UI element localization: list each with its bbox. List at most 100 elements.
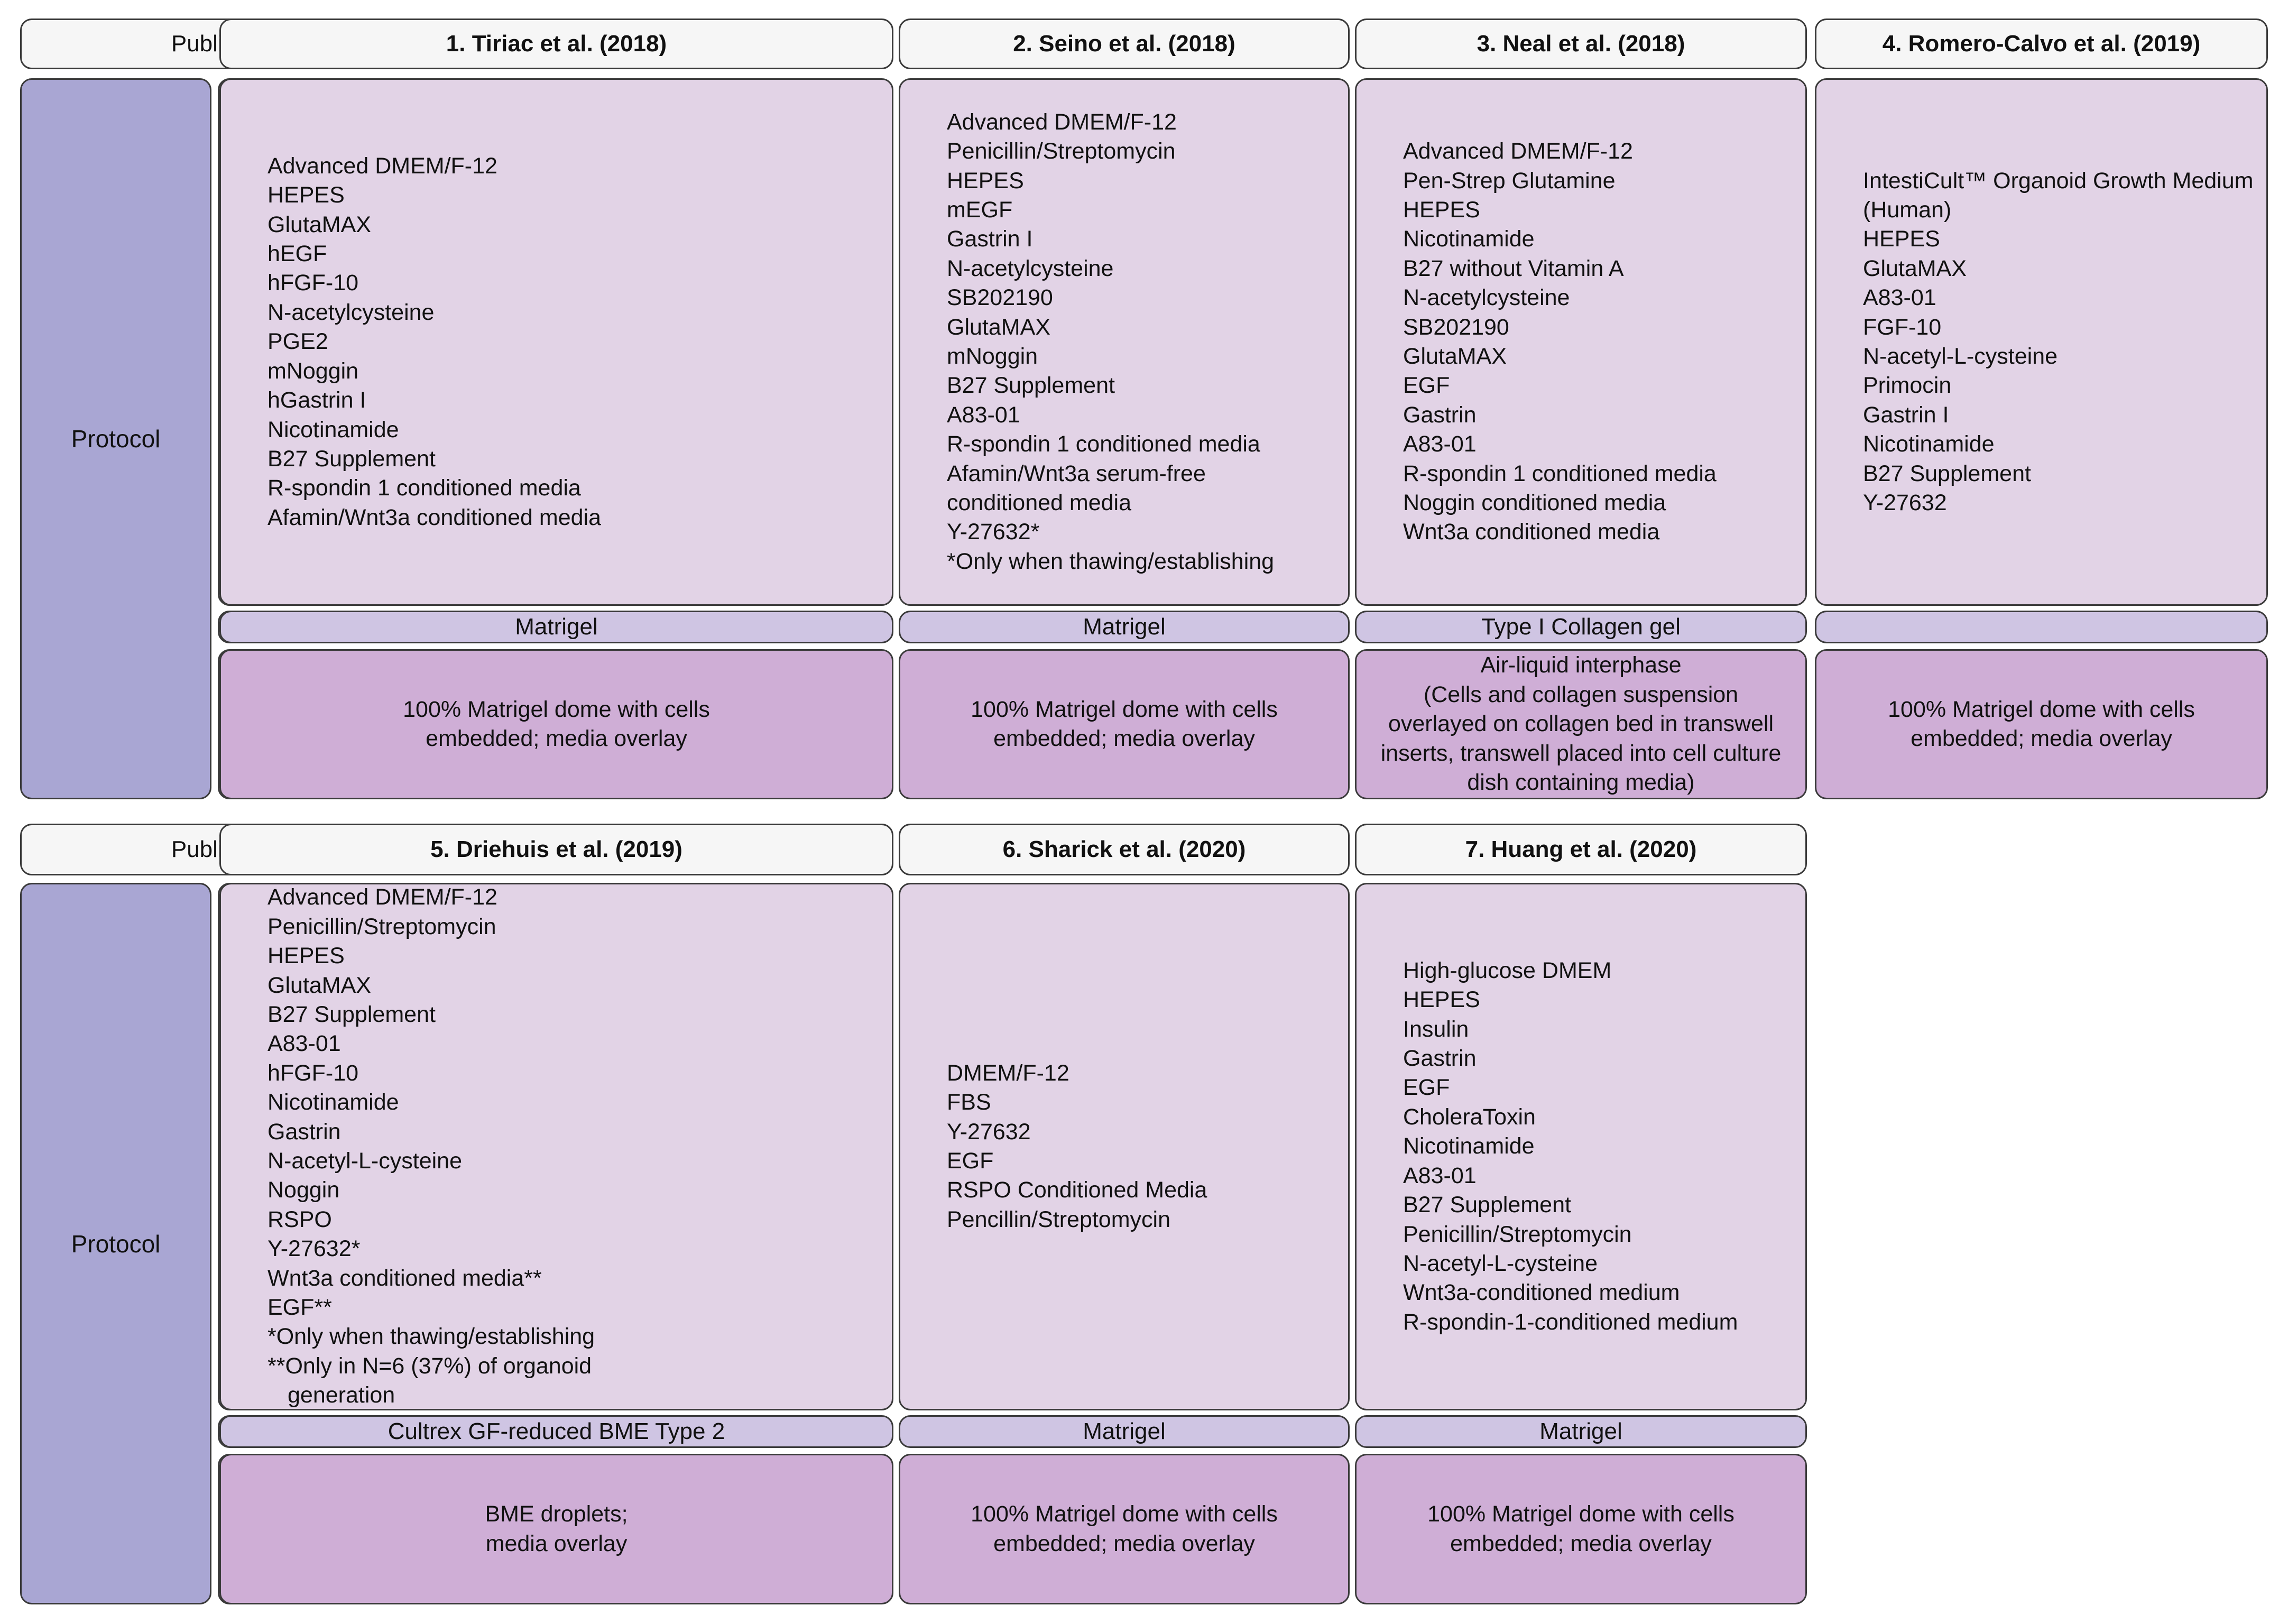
- media-component: Afamin/Wnt3a conditioned media: [267, 504, 602, 530]
- media-component: conditioned media: [947, 490, 1132, 516]
- study-title: 7. Huang et al. (2020): [1355, 824, 1807, 875]
- embedding-method-cell: 100% Matrigel dome with cells embedded; m…: [899, 649, 1350, 799]
- media-component: Advanced DMEM/F-12: [947, 109, 1177, 135]
- matrix-cell: [1815, 611, 2268, 643]
- media-component: EGF: [947, 1148, 994, 1174]
- media-component: N-acetylcysteine: [947, 255, 1114, 281]
- media-component: A83-01: [1863, 285, 1936, 311]
- media-component: R-spondin 1 conditioned media: [1403, 460, 1717, 486]
- media-component: B27 Supplement: [1863, 460, 2031, 486]
- embedding-line: inserts, transwell placed into cell cult…: [1380, 740, 1782, 766]
- media-component: hFGF-10: [267, 270, 359, 296]
- embedding-line: 100% Matrigel dome with cells: [403, 696, 710, 722]
- media-component: B27 Supplement: [1403, 1192, 1571, 1218]
- embedding-line: 100% Matrigel dome with cells: [1888, 696, 2195, 722]
- embedding-line: embedded; media overlay: [993, 726, 1255, 751]
- media-component: **Only in N=6 (37%) of organoid: [267, 1353, 592, 1379]
- media-component: HEPES: [1863, 226, 1940, 252]
- study-title: 3. Neal et al. (2018): [1355, 19, 1807, 69]
- embedding-method-cell: 100% Matrigel dome with cells embedded; m…: [899, 1454, 1350, 1604]
- media-component: Gastrin I: [1863, 402, 1949, 428]
- media-component: A83-01: [1403, 1162, 1477, 1188]
- media-component: Insulin: [1403, 1016, 1469, 1042]
- media-component: A83-01: [267, 1031, 341, 1057]
- media-component: Nicotinamide: [1863, 431, 1995, 457]
- embedding-line: embedded; media overlay: [993, 1530, 1255, 1556]
- protocol-label: Protocol: [20, 78, 211, 799]
- media-component: DMEM/F-12: [947, 1060, 1069, 1086]
- matrix-cell: Cultrex GF-reduced BME Type 2: [219, 1415, 893, 1448]
- media-component: Nicotinamide: [1403, 226, 1535, 252]
- media-component: GlutaMAX: [267, 972, 371, 998]
- media-component: High-glucose DMEM: [1403, 957, 1612, 983]
- media-component: hGastrin I: [267, 387, 366, 413]
- media-component: Nicotinamide: [267, 417, 399, 442]
- media-component: A83-01: [1403, 431, 1477, 457]
- media-component: N-acetylcysteine: [267, 299, 435, 325]
- media-component: mNoggin: [267, 358, 359, 384]
- study-title: 6. Sharick et al. (2020): [899, 824, 1350, 875]
- media-component: Pencillin/Streptomycin: [947, 1206, 1171, 1232]
- embedding-line: (Cells and collagen suspension: [1423, 681, 1739, 707]
- media-component: Primocin: [1863, 373, 1952, 399]
- media-component: HEPES: [1403, 197, 1480, 223]
- media-component: R-spondin-1-conditioned medium: [1403, 1309, 1738, 1335]
- media-component: B27 Supplement: [267, 446, 436, 472]
- embedding-line: dish containing media): [1467, 770, 1695, 796]
- media-component: (Human): [1863, 197, 1952, 223]
- media-component: *Only when thawing/establishing: [947, 548, 1275, 574]
- media-component: Noggin: [267, 1177, 340, 1203]
- media-component: hFGF-10: [267, 1060, 359, 1086]
- media-component: EGF: [1403, 1075, 1450, 1101]
- matrix-cell: Matrigel: [1355, 1415, 1807, 1448]
- media-component: HEPES: [267, 943, 345, 969]
- media-component: GlutaMAX: [1403, 344, 1507, 369]
- media-component: RSPO Conditioned Media: [947, 1177, 1207, 1203]
- embedding-method-cell: BME droplets;media overlay: [219, 1454, 893, 1604]
- media-component: SB202190: [1403, 314, 1509, 340]
- media-component: Gastrin: [267, 1119, 341, 1145]
- media-component: B27 Supplement: [947, 373, 1115, 399]
- embedding-line: embedded; media overlay: [1911, 726, 2172, 751]
- study-title: 2. Seino et al. (2018): [899, 19, 1350, 69]
- media-component: N-acetylcysteine: [1403, 285, 1570, 311]
- media-component: R-spondin 1 conditioned media: [267, 475, 581, 501]
- media-component: Wnt3a-conditioned medium: [1403, 1280, 1680, 1306]
- media-component: Penicillin/Streptomycin: [947, 139, 1176, 164]
- protocol-label: Protocol: [20, 883, 211, 1604]
- media-component: HEPES: [947, 168, 1024, 193]
- media-component: Wnt3a conditioned media**: [267, 1265, 542, 1291]
- media-component: mNoggin: [947, 344, 1038, 369]
- embedding-method-cell: 100% Matrigel dome with cells embedded; m…: [219, 649, 893, 799]
- embedding-line: embedded; media overlay: [426, 726, 687, 751]
- media-component: Wnt3a conditioned media: [1403, 519, 1660, 545]
- media-component: Nicotinamide: [1403, 1133, 1535, 1159]
- media-component: Gastrin: [1403, 1046, 1477, 1072]
- media-component: PGE2: [267, 329, 328, 355]
- media-component: Penicillin/Streptomycin: [1403, 1221, 1632, 1247]
- media-component: *Only when thawing/establishing: [267, 1324, 595, 1350]
- media-component: RSPO: [267, 1206, 332, 1232]
- media-component: EGF: [1403, 373, 1450, 399]
- embedding-line: 100% Matrigel dome with cells: [1427, 1501, 1735, 1527]
- media-component: GlutaMAX: [947, 314, 1050, 340]
- media-component: N-acetyl-L-cysteine: [1403, 1250, 1598, 1276]
- media-component: HEPES: [267, 182, 345, 208]
- media-component: FGF-10: [1863, 314, 1942, 340]
- matrix-cell: Type I Collagen gel: [1355, 611, 1807, 643]
- media-component: N-acetyl-L-cysteine: [267, 1148, 462, 1174]
- embedding-line: overlayed on collagen bed in transwell: [1388, 711, 1774, 737]
- embedding-line: 100% Matrigel dome with cells: [971, 1501, 1278, 1527]
- study-title: 4. Romero-Calvo et al. (2019): [1815, 19, 2268, 69]
- media-component: Y-27632: [1863, 490, 1947, 516]
- media-component: Advanced DMEM/F-12: [267, 153, 497, 179]
- media-component: HEPES: [1403, 987, 1480, 1013]
- media-component: GlutaMAX: [267, 211, 371, 237]
- media-component: SB202190: [947, 285, 1053, 311]
- media-component: Y-27632: [947, 1119, 1031, 1145]
- embedding-line: 100% Matrigel dome with cells: [971, 696, 1278, 722]
